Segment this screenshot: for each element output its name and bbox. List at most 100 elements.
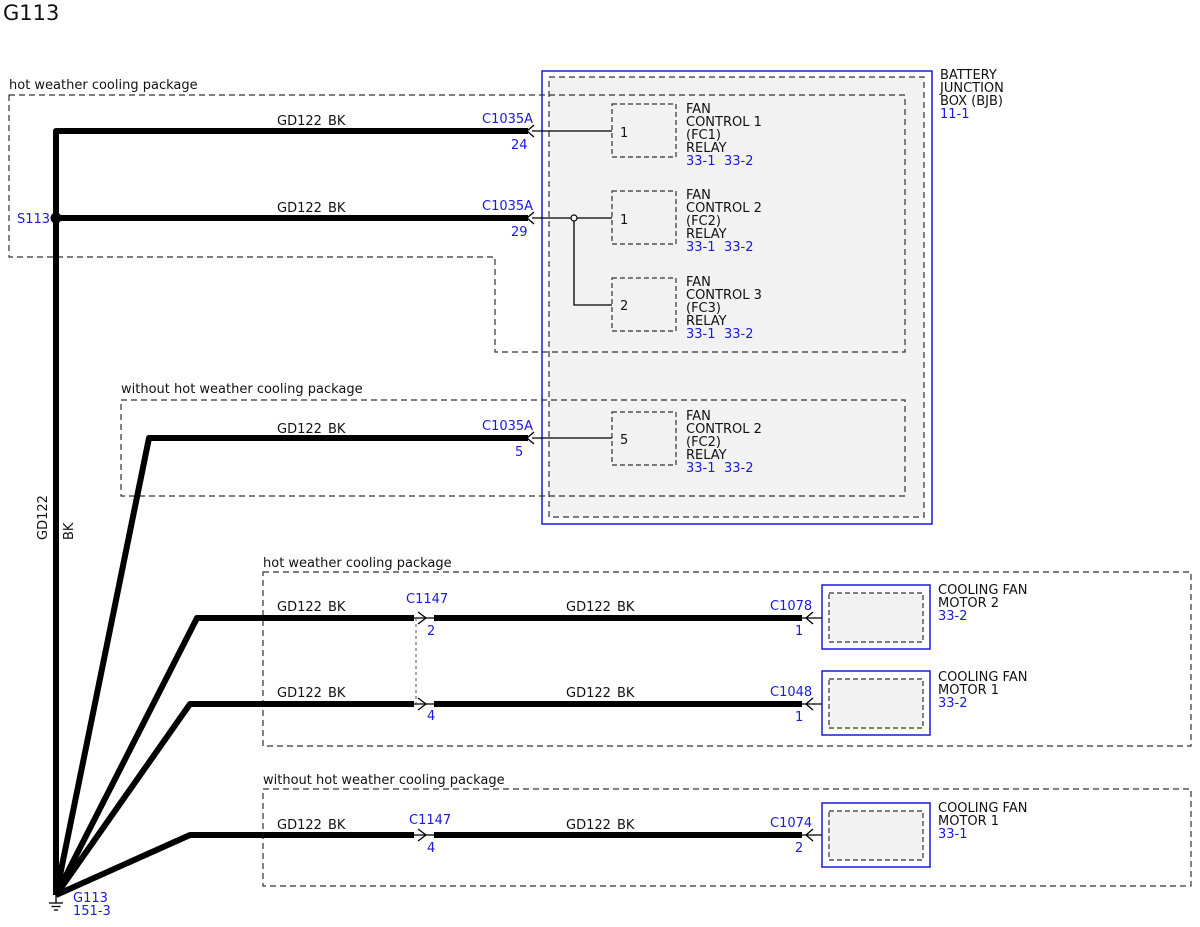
relay-fc1: 1 FAN CONTROL 1 (FC1) RELAY 33-1 33-2 (611, 102, 762, 169)
relay-fc2-without-box (611, 411, 677, 466)
relay-fc2-l4: RELAY (686, 227, 727, 242)
relay-fc1-l1: FAN (686, 102, 711, 117)
relay-fc1-l4: RELAY (686, 141, 727, 156)
relay-fc1-ref2: 33-2 (724, 154, 754, 169)
connector-c1035a-pin: 24 (511, 138, 528, 153)
connector-c1147-pin: 4 (427, 841, 435, 856)
motor-ref: 33-2 (938, 609, 968, 624)
connector-c1035a-name: C1035A (482, 112, 533, 127)
motor-label-l1: COOLING FAN (938, 801, 1027, 816)
relay-fc2-without-l4: RELAY (686, 448, 727, 463)
ground-label: G113 (73, 891, 108, 906)
motor-label-l2: MOTOR 1 (938, 683, 999, 698)
splice-s113-dot (50, 212, 62, 224)
motor-cooling-fan-2: C1078 1 COOLING FAN MOTOR 2 33-2 (770, 583, 1027, 650)
inline-connector-c1147: C1147 2 4 C1147 4 (406, 592, 451, 856)
wire-harness (53, 128, 802, 898)
motor-inner (828, 592, 924, 643)
connector-c1147-name: C1147 (409, 813, 451, 828)
relay-fc1-l2: CONTROL 1 (686, 115, 762, 130)
package-hot-bottom: hot weather cooling package (262, 556, 1192, 747)
relay-fc2-pin: 1 (620, 213, 628, 228)
wire-to-c1147-4 (53, 701, 414, 897)
motor-cooling-fan-1: C1048 1 COOLING FAN MOTOR 1 33-2 (770, 670, 1027, 736)
motor-inner (828, 810, 924, 861)
package-hot-top-label: hot weather cooling package (9, 78, 198, 93)
relay-fc1-ref1: 33-1 (686, 154, 716, 169)
relay-fc2-l1: FAN (686, 188, 711, 203)
wire-label-circuit: GD122 (566, 818, 611, 833)
relay-fc2-without-ref1: 33-1 (686, 461, 716, 476)
battery-junction-box: BATTERY JUNCTION BOX (BJB) 11-1 (541, 68, 1004, 525)
package-without-bottom: without hot weather cooling package (262, 773, 1192, 887)
wire-label-color: BK (328, 422, 346, 437)
motor-inner (828, 678, 924, 729)
motor-label-l1: COOLING FAN (938, 583, 1027, 598)
bjb-label-line1: BATTERY (940, 68, 997, 83)
relay-fc3-l1: FAN (686, 275, 711, 290)
relay-fc2-ref1: 33-1 (686, 240, 716, 255)
internal-wire-fc3 (573, 218, 612, 306)
relay-fc3-l2: CONTROL 3 (686, 288, 762, 303)
connector-c1035a-pin: 29 (511, 225, 528, 240)
relay-fc2-without-pin: 5 (620, 433, 628, 448)
motor-label-l1: COOLING FAN (938, 670, 1027, 685)
wire-label-color: BK (617, 686, 635, 701)
wire-label-circuit: GD122 (566, 686, 611, 701)
motor-connector-name: C1074 (770, 816, 812, 831)
connector-c1035a-pin: 5 (515, 445, 523, 460)
wire-label-circuit: GD122 (277, 600, 322, 615)
motor-ref: 33-2 (938, 696, 968, 711)
motor-connector-name: C1078 (770, 599, 812, 614)
trunk-label-circuit: GD122 (36, 495, 51, 540)
motor-connector-pin: 2 (795, 841, 803, 856)
relay-fc3-l4: RELAY (686, 314, 727, 329)
bjb-label-line2: JUNCTION (939, 81, 1004, 96)
bjb-outline (541, 70, 933, 525)
relay-fc3-ref1: 33-1 (686, 327, 716, 342)
wire-label-circuit: GD122 (566, 600, 611, 615)
wire-to-c1147-4-without (54, 832, 414, 898)
package-without-bottom-label: without hot weather cooling package (263, 773, 505, 788)
trunk-label-color: BK (62, 522, 77, 540)
ground-g113: G113 151-3 (49, 891, 111, 919)
wire-label-circuit: GD122 (277, 422, 322, 437)
wire-label-color: BK (617, 818, 635, 833)
wire-label-circuit: GD122 (277, 818, 322, 833)
connector-c1147-pin: 2 (427, 624, 435, 639)
relay-fc2-without-l1: FAN (686, 409, 711, 424)
wire-label-circuit: GD122 (277, 114, 322, 129)
motor-connector-pin: 1 (795, 710, 803, 725)
relay-fc2-ref2: 33-2 (724, 240, 754, 255)
relay-fc3-l3: (FC3) (686, 301, 721, 316)
wire-to-c1147-2 (53, 615, 414, 897)
wire-label-color: BK (328, 201, 346, 216)
relay-fc1-box (611, 103, 677, 158)
relay-fc2-without-ref2: 33-2 (724, 461, 754, 476)
relay-fc2-box (611, 190, 677, 245)
relay-fc1-l3: (FC1) (686, 128, 721, 143)
motor-label-l2: MOTOR 2 (938, 596, 999, 611)
ground-ref: 151-3 (73, 904, 111, 919)
motor-outline (821, 802, 931, 868)
motor-connector-name: C1048 (770, 685, 812, 700)
page-title: G113 (3, 1, 59, 25)
bjb-ref: 11-1 (940, 107, 970, 122)
package-without-top: without hot weather cooling package (120, 382, 906, 497)
package-hot-bottom-outline (262, 571, 1192, 747)
connector-c1147-name: C1147 (406, 592, 448, 607)
wire-label-color: BK (617, 600, 635, 615)
relay-fc1-pin: 1 (620, 126, 628, 141)
trunk-wire (53, 128, 528, 895)
wire-label-color: BK (328, 818, 346, 833)
motor-cooling-fan-1-without: C1074 2 COOLING FAN MOTOR 1 33-1 (770, 801, 1027, 868)
relay-fc3: 2 FAN CONTROL 3 (FC3) RELAY 33-1 33-2 (611, 275, 762, 342)
relay-fc3-pin: 2 (620, 299, 628, 314)
relay-fc2-without: 5 FAN CONTROL 2 (FC2) RELAY 33-1 33-2 (611, 409, 762, 476)
connector-c1035a-name: C1035A (482, 419, 533, 434)
relay-fc2-without-l2: CONTROL 2 (686, 422, 762, 437)
motor-ref: 33-1 (938, 827, 968, 842)
bjb-internal-wiring (532, 130, 612, 439)
package-without-top-outline (120, 399, 906, 497)
wire-to-c1035a-5 (53, 435, 528, 896)
